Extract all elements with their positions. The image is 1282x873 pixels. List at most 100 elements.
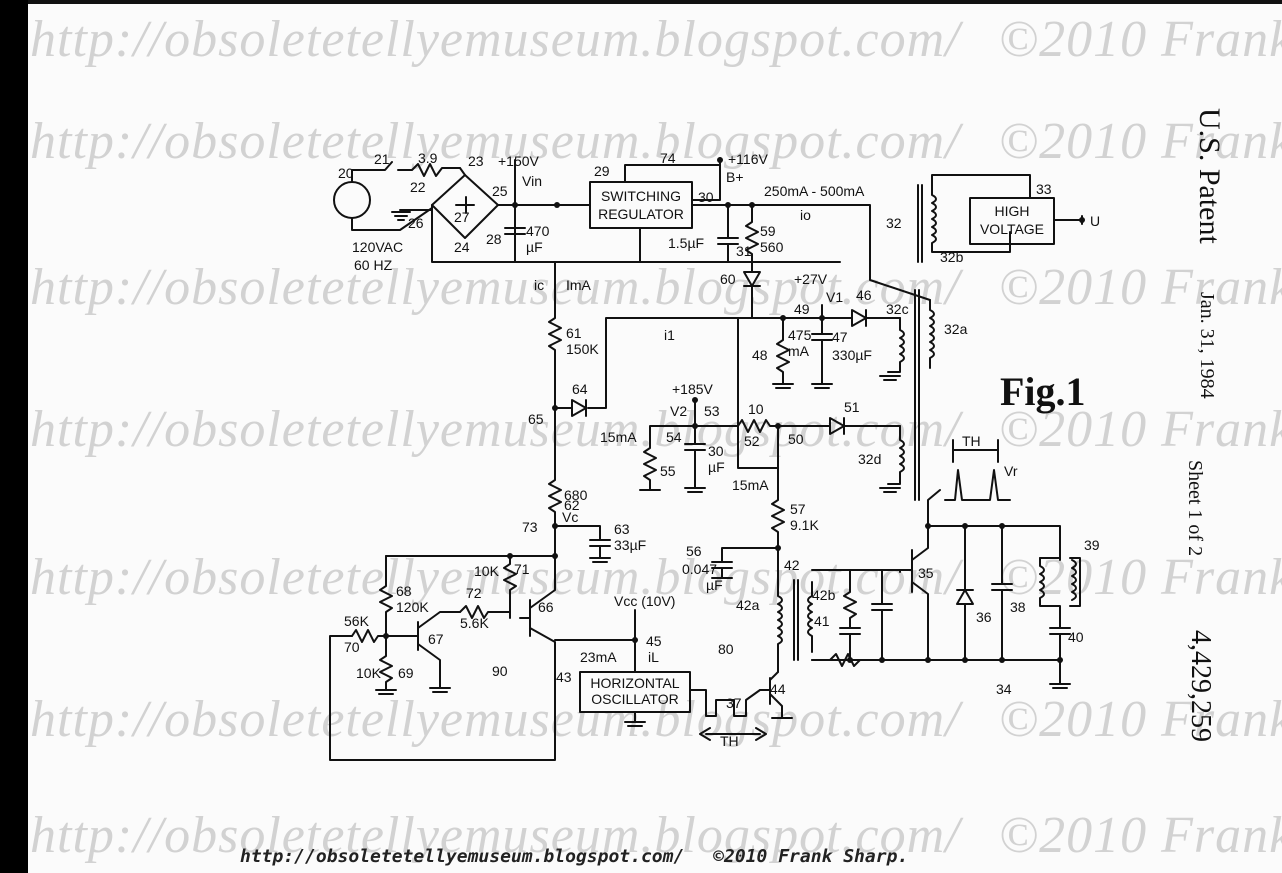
resistor-69 [375,635,397,695]
resistor-72 [459,605,511,619]
label: 470 [526,223,550,239]
diode-36 [956,525,974,661]
label: Vc [562,509,578,525]
block-label: OSCILLATOR [591,691,678,707]
label: ic [534,277,544,293]
yoke-39 [1039,557,1071,661]
label: Vr [1004,463,1018,479]
watermark-row: http://obsoletetellyemuseum.blogspot.com… [30,259,1282,316]
label: 56K [344,613,370,629]
label: 69 [398,665,414,681]
block-label: VOLTAGE [980,221,1044,237]
watermark-row: http://obsoletetellyemuseum.blogspot.com… [30,113,1282,170]
label: 1.5µF [668,235,704,251]
transistor-67 [417,611,461,693]
footer-url[interactable]: http://obsoletetellyemuseum.blogspot.com… [240,846,685,867]
label: 24 [454,239,470,255]
pulse-37 [689,689,761,717]
label: µF [706,577,723,593]
transistor-44 [759,671,793,719]
transistor-66 [329,555,556,761]
label: +116V [728,151,768,167]
label: 80 [718,641,734,657]
label: µF [526,239,543,255]
capacitor-63 [554,525,611,563]
label: 5.6K [460,615,489,631]
watermark-row: http://obsoletetellyemuseum.blogspot.com… [30,11,1282,68]
label: 30 [708,443,724,459]
resistor-57 [737,317,785,549]
label: TH [720,733,739,749]
label: 150K [566,341,599,357]
capacitor-38 [991,525,1013,661]
label: 40 [1068,629,1084,645]
label: 9.1K [790,517,819,533]
label: 330µF [832,347,872,363]
label: 32 [886,215,902,231]
capacitor-28 [504,204,526,263]
label: 37 [726,695,742,711]
label: +27V [794,271,828,287]
capacitor-54 [684,425,706,493]
component-labels: 20 21 3.9 23 +150V Vin 22 25 26 27 24 28… [338,150,1100,749]
label: 34 [996,681,1012,697]
label: iL [648,649,659,665]
label: 10K [474,563,500,579]
label: 680 [564,487,588,503]
resistor-68 [379,555,393,635]
label: 20 [338,165,354,181]
resistor-61 [548,261,562,409]
label: 73 [522,519,538,535]
label: TH [962,433,981,449]
label: 120K [396,599,429,615]
label: 67 [428,631,444,647]
winding-32a [929,299,935,369]
watermark-row: http://obsoletetellyemuseum.blogspot.com… [30,807,1282,864]
label: B+ [726,169,744,185]
label: µF [708,459,725,475]
label: 74 [660,150,676,166]
retrace-waveform [944,469,1011,501]
label: 70 [344,639,360,655]
label: 3.9 [418,150,438,166]
label: 10 [748,401,764,417]
winding-32c [879,317,905,381]
diode-46 [821,309,901,327]
resistor-55 [639,399,696,491]
label: 23 [468,153,484,169]
resistor-71 [503,555,517,619]
label: 68 [396,583,412,599]
scan-top-edge [28,0,1282,4]
patent-date: Jan. 31, 1984 [1196,292,1218,399]
label: 62 [564,497,580,513]
label: 31 [736,243,752,259]
label: 42a [736,597,760,613]
label: 32d [858,451,881,467]
label: 64 [572,381,588,397]
watermark-row: http://obsoletetellyemuseum.blogspot.com… [30,691,1282,748]
label: 63 [614,521,630,537]
label: +150V [498,153,540,169]
resistor-48 [772,317,794,389]
label: 22 [410,179,426,195]
watermark-row: http://obsoletetellyemuseum.blogspot.com… [30,401,1282,458]
capacitor-56 [711,547,779,581]
label: 53 [704,403,720,419]
footer-copyright: ©2010 Frank Sharp. [713,846,909,867]
label: 44 [770,681,786,697]
diode-60 [743,271,761,287]
winding-32b [931,184,1011,253]
label: 46 [856,287,872,303]
label: 32c [886,301,909,317]
winding-42a [777,579,783,673]
label: 47 [832,329,848,345]
label: 51 [844,399,860,415]
label: 30 [698,189,714,205]
label: 33 [1036,181,1052,197]
label: 21 [374,151,390,167]
capacitor-41 [871,569,893,661]
label: 61 [566,325,582,341]
label: 43 [556,669,572,685]
label: 560 [760,239,784,255]
